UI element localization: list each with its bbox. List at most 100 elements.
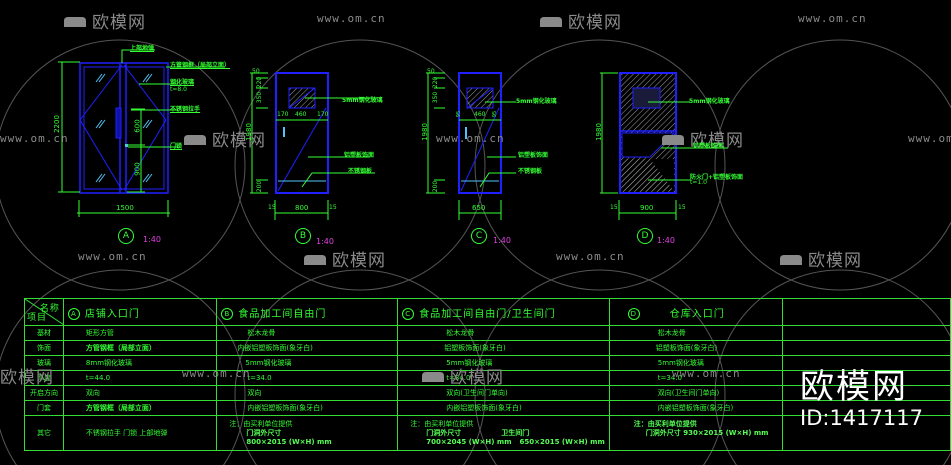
door-a-marker: A bbox=[118, 228, 134, 244]
watermark-url: www.om.cn bbox=[798, 12, 867, 25]
table-row-other: 其它 不锈钢拉手 门锁 上部地弹 注：由买利单位提供 门洞外尺寸 800×201… bbox=[24, 415, 951, 451]
table-cell-note-b: 注：由买利单位提供 门洞外尺寸 800×2015 (W×H) mm bbox=[216, 415, 399, 451]
door-d-label-glass: 5mm钢化玻璃 bbox=[689, 98, 730, 105]
table-corner-cell: 名称 项目 bbox=[24, 298, 64, 326]
door-c-label-steel: 不锈钢板 bbox=[518, 168, 543, 175]
door-b-width-dim: 800 bbox=[295, 204, 309, 212]
column-marker-a: A bbox=[67, 307, 80, 320]
watermark-url: www.om.cn bbox=[556, 250, 625, 263]
column-marker-b: B bbox=[221, 307, 234, 320]
table-cell: 松木龙骨 bbox=[608, 325, 784, 341]
door-c-elevation bbox=[426, 72, 516, 220]
table-cell-note-d: 注：由买利单位提供 门洞外尺寸 930×2015 (W×H) mm bbox=[608, 415, 784, 451]
door-c-subdim: 350 bbox=[432, 91, 440, 104]
table-cell: 内嵌铝塑板饰面(象牙白) bbox=[216, 400, 399, 416]
watermark-logo: 欧模网 bbox=[778, 246, 862, 271]
door-c-scale: 1:40 bbox=[493, 236, 511, 245]
door-c-subdim: 200 bbox=[432, 180, 440, 193]
door-c-window-dim: 95 bbox=[492, 110, 499, 118]
door-d-scale: 1:40 bbox=[657, 236, 675, 245]
door-a-height-dim: 2200 bbox=[52, 115, 61, 133]
watermark-logo: 欧模网 bbox=[660, 126, 744, 151]
door-c-window-dim: 460 bbox=[474, 111, 486, 118]
door-c-subdim: 220 bbox=[432, 76, 440, 89]
door-c-height-dim: 1980 bbox=[420, 123, 429, 141]
table-cell: 方管钢框（局部立面） bbox=[62, 340, 218, 356]
table-cell: 内嵌铝塑板饰面(象牙白) bbox=[397, 400, 610, 416]
watermark-brand: 欧模网 bbox=[800, 367, 908, 407]
watermark-logo: 欧模网 bbox=[302, 246, 386, 271]
watermark-url: www.om.cn bbox=[78, 250, 147, 263]
door-d-label-fire-door: 防火门+铝塑板饰面 bbox=[690, 174, 744, 181]
door-c-label-glass: 5mm钢化玻璃 bbox=[516, 98, 557, 105]
door-b-marker: B bbox=[295, 228, 311, 244]
watermark-logo: 欧模网 bbox=[538, 8, 622, 33]
column-marker-c: C bbox=[402, 307, 415, 320]
table-cell: 双向(卫生间门单向) bbox=[608, 385, 784, 401]
table-row: 基材 矩形方管 松木龙骨 松木龙骨 松木龙骨 bbox=[24, 325, 951, 341]
door-a-label-frame: 方管钢框（局部立面） bbox=[170, 62, 231, 69]
door-b-label-finish: 铝塑板饰面 bbox=[344, 152, 375, 159]
door-b-window-dim: 170 bbox=[317, 111, 329, 118]
door-b-scale: 1:40 bbox=[316, 237, 334, 246]
row-label: 基材 bbox=[24, 325, 64, 341]
watermark-logo: 欧模网 bbox=[62, 8, 146, 33]
corner-label-name: 名称 bbox=[39, 304, 60, 314]
table-cell: 内嵌铝塑板饰面(象牙白) bbox=[608, 400, 784, 416]
door-d-marker: D bbox=[637, 228, 653, 244]
door-c-subdim: 50 bbox=[427, 68, 435, 75]
door-c-window-dim: 95 bbox=[456, 110, 463, 118]
diagonal-divider bbox=[25, 299, 63, 325]
table-cell bbox=[782, 325, 951, 341]
table-cell: 矩形方管 bbox=[62, 325, 218, 341]
watermark-url: www.om.cn bbox=[0, 132, 69, 145]
table-cell: 不锈钢拉手 门锁 上部地弹 bbox=[62, 415, 218, 451]
sofa-icon bbox=[64, 17, 86, 27]
table-cell: 松木龙骨 bbox=[397, 325, 610, 341]
door-a-subdim: 900 bbox=[133, 162, 142, 176]
door-a-subdim: 600 bbox=[133, 119, 142, 133]
door-b-label-glass: 5mm钢化玻璃 bbox=[342, 97, 383, 104]
table-cell: 双向 bbox=[62, 385, 218, 401]
door-b-window-dim: 170 bbox=[277, 111, 289, 118]
watermark-id-block: 欧模网 ID:1417117 bbox=[800, 368, 923, 430]
door-b-subdim: 200 bbox=[256, 180, 264, 193]
table-cell: 内嵌铝塑板饰面(象牙白) bbox=[216, 340, 399, 356]
door-d-height-dim: 1980 bbox=[594, 123, 603, 141]
door-b-window-dim: 460 bbox=[295, 111, 307, 118]
door-c-width-dim: 650 bbox=[472, 204, 486, 212]
door-a-label-glass: 钢化玻璃 bbox=[170, 79, 195, 86]
door-a-label-top-pivot: 上部地弹 bbox=[130, 45, 155, 52]
door-b-side-dim: 15 bbox=[329, 204, 337, 211]
row-label: 门套 bbox=[24, 400, 64, 416]
watermark-logo: 欧模网 bbox=[0, 368, 54, 388]
door-d-elevation bbox=[600, 72, 728, 220]
table-cell: 方管钢框（局部立面） bbox=[62, 400, 218, 416]
table-cell: 铝塑板饰面(象牙白) bbox=[608, 340, 784, 356]
table-cell bbox=[782, 415, 951, 451]
door-b-subdim: 220 bbox=[256, 76, 264, 89]
watermark-logo: 欧模网 bbox=[420, 363, 504, 388]
watermark-url: www.om.cn bbox=[908, 132, 951, 145]
door-d-label-finish: 铝塑板饰面 bbox=[693, 143, 724, 150]
door-b-height-dim: 1980 bbox=[244, 123, 253, 141]
door-a-elevation bbox=[58, 49, 225, 217]
row-label: 饰面 bbox=[24, 340, 64, 356]
watermark-url: www.om.cn bbox=[672, 367, 741, 380]
door-b-elevation bbox=[250, 72, 377, 220]
column-header-empty bbox=[782, 298, 951, 326]
door-c-marker: C bbox=[471, 228, 487, 244]
sofa-icon bbox=[662, 135, 684, 145]
door-b-subdim: 350 bbox=[256, 91, 264, 104]
watermark-url: www.om.cn bbox=[182, 367, 251, 380]
table-cell: 双向 bbox=[216, 385, 399, 401]
door-a-label-thickness: t=8.0 bbox=[170, 86, 187, 93]
corner-label-item: 项目 bbox=[27, 313, 48, 323]
door-c-label-finish: 铝塑板饰面 bbox=[518, 152, 549, 159]
